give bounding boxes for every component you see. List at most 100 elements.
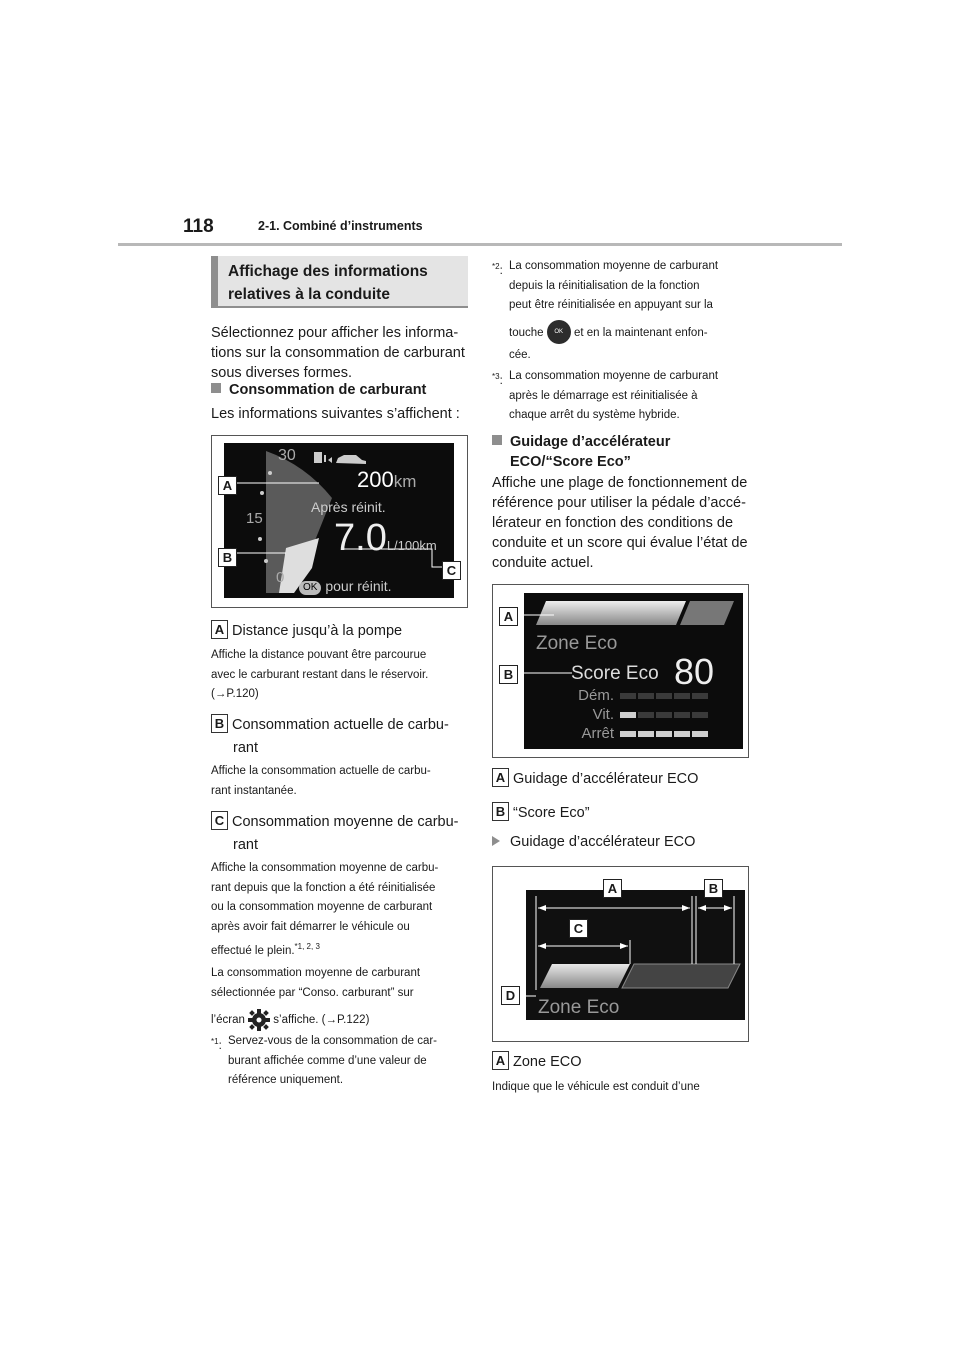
reset-hint-row: OK pour réinit.: [299, 578, 392, 595]
item-text: “Score Eco”: [513, 805, 590, 821]
intro-line: Sélectionnez pour afficher les informa-: [211, 325, 459, 341]
score-eco-label: Score Eco: [571, 663, 659, 684]
callout-c: C: [442, 561, 461, 580]
arrow-right-icon: [682, 905, 690, 911]
callout-a: A: [499, 607, 518, 626]
current-consumption-bar: [279, 538, 319, 593]
item-c-desc: Affiche la consommation moyenne de carbu…: [211, 859, 439, 1032]
score-value: 80: [674, 651, 715, 692]
item-text: Guidage d’accélérateur ECO: [513, 771, 699, 787]
fuel-pump-icon: [314, 452, 326, 463]
score-segment: [692, 712, 708, 718]
scale-30: 30: [278, 447, 296, 464]
desc-line: La consommation moyenne de carburant: [211, 967, 421, 980]
intro-paragraph: Sélectionnez pour afficher les informa- …: [211, 323, 471, 383]
arrow-right-icon: [724, 905, 732, 911]
scale-dot: [260, 491, 264, 495]
desc-line: effectué le plein.: [211, 944, 295, 957]
item-b-desc: Affiche la consommation actuelle de carb…: [211, 762, 431, 801]
eco-zone-outside: [621, 963, 741, 989]
zone-eco-label: Zone Eco: [536, 633, 618, 654]
reset-label: Après réinit.: [311, 499, 386, 515]
scale-dot: [264, 559, 268, 563]
eco-score-figure: Zone Eco Score Eco 80 Dém. Vit. Arrêt A …: [492, 584, 749, 758]
square-bullet-icon: [492, 435, 502, 445]
range-readout: 200km: [357, 467, 416, 493]
footnote-ref: *1, 2, 3: [294, 942, 320, 951]
desc-line: sélectionnée par “Conso. carburant” sur: [211, 986, 414, 999]
score-segment: [674, 712, 690, 718]
footnote-1: *1: Servez-vous de la consommation de ca…: [211, 1032, 471, 1091]
section-title: Affichage des informations relatives à l…: [211, 256, 468, 308]
desc-line: s’affiche. (→P.122): [273, 1014, 370, 1027]
callout-b: B: [704, 879, 723, 898]
badge-b: B: [211, 714, 228, 733]
badge-a: A: [492, 1051, 509, 1070]
item-a-text: Distance jusqu’à la pompe: [232, 623, 403, 639]
item-b-text-cont: rant: [233, 740, 258, 756]
desc-line: ou la consommation moyenne de carburant: [211, 901, 433, 913]
scale-0: 0: [276, 569, 285, 586]
eco-paragraph: Affiche une plage de fonctionnement de r…: [492, 473, 752, 573]
section-title-line2: relatives à la conduite: [228, 286, 390, 303]
fuel-display-screen: 30 15 0 200km Après réinit. 7.0L/100km O…: [224, 443, 454, 598]
score-segment: [656, 693, 672, 699]
badge-a: A: [492, 768, 509, 787]
average-unit: L/100km: [386, 538, 437, 553]
score-segment: [638, 693, 654, 699]
score-segment: [656, 712, 672, 718]
row-label-stop: Arrêt: [581, 725, 614, 742]
intro-line: sous diverses formes.: [211, 365, 353, 381]
item-text: Zone ECO: [513, 1054, 582, 1070]
average-value: 7.0: [334, 517, 387, 559]
badge-b: B: [492, 802, 509, 821]
intro-line: tions sur la consommation de carburant: [211, 345, 465, 361]
item-b-score: B“Score Eco”: [492, 802, 590, 823]
note-line: cée.: [509, 348, 531, 361]
header-rule: [118, 243, 842, 246]
car-icon: [336, 455, 366, 464]
page-number: 118: [183, 216, 214, 237]
note-line: La consommation moyenne de carburant: [509, 370, 719, 382]
score-segment: [674, 731, 690, 737]
eco-zone-bar: [540, 964, 630, 988]
sub-heading-eco: Guidage d’accélérateur ECO/“Score Eco”: [492, 432, 670, 472]
para-line: lérateur en fonction des conditions de: [492, 515, 734, 531]
callout-b: B: [499, 665, 518, 684]
score-segment: [692, 731, 708, 737]
item-c-text: Consommation moyenne de carbu-: [232, 814, 459, 830]
sub-heading-text-cont: ECO/“Score Eco”: [510, 454, 631, 470]
badge-a: A: [211, 620, 228, 639]
eco-zone-bar: [536, 601, 686, 625]
note-line: Servez-vous de la consommation de car-: [228, 1035, 438, 1047]
footnote-mark: *1: [211, 1037, 219, 1046]
sub-heading-fuel: Consommation de carburant: [211, 380, 426, 400]
square-bullet-icon: [211, 383, 221, 393]
scale-dot: [258, 537, 262, 541]
zone-eco-label: Zone Eco: [538, 997, 620, 1018]
reset-hint: pour réinit.: [325, 578, 392, 594]
gauge-arc: [266, 451, 332, 593]
sub-intro: Les informations suivantes s’affichent :: [211, 406, 460, 422]
eco-zone-screen: Zone Eco: [526, 890, 745, 1020]
desc-line: rant instantanée.: [211, 784, 297, 797]
desc-line: Affiche la consommation moyenne de carbu…: [211, 862, 439, 874]
row-label-start: Dém.: [578, 687, 614, 704]
callout-a: A: [218, 476, 237, 495]
score-segment: [620, 693, 636, 699]
fuel-gauge-graphic: [224, 451, 454, 593]
desc-line: après avoir fait démarrer le véhicule ou: [211, 920, 410, 933]
bullet-text: Guidage d’accélérateur ECO: [510, 834, 696, 850]
arrow-left-icon: [538, 943, 546, 949]
ok-button-icon: OK: [299, 581, 322, 595]
chevron-left-icon: [328, 457, 332, 463]
score-rows: [620, 693, 708, 737]
score-segment: [692, 693, 708, 699]
score-segment: [620, 731, 636, 737]
eco-score-screen: Zone Eco Score Eco 80 Dém. Vit. Arrêt: [524, 593, 743, 749]
arrow-left-icon: [698, 905, 706, 911]
eco-zone-figure: Zone Eco A B C D: [492, 866, 749, 1042]
